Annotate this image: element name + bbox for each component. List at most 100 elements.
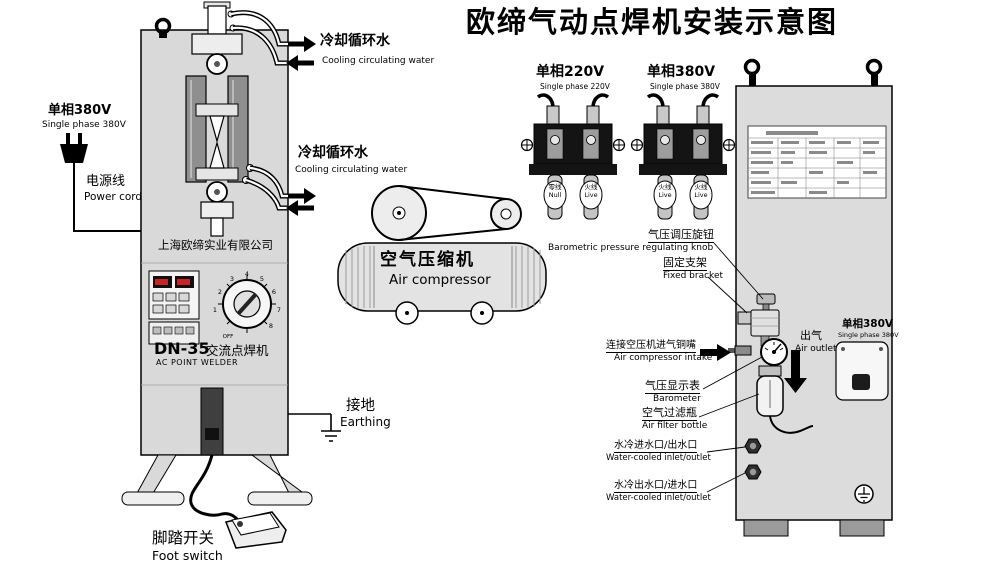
socket-plate bbox=[835, 341, 889, 401]
intake-arrow-shaft bbox=[700, 349, 717, 356]
wire bbox=[646, 93, 665, 109]
callout-water1-en: Water-cooled inlet/outlet bbox=[606, 453, 711, 463]
callout-water2-cn: 水冷出水口/进水口 bbox=[614, 480, 698, 494]
leader-filter bbox=[698, 393, 760, 418]
ground-glyph bbox=[858, 487, 870, 502]
upper-pivot-pin bbox=[214, 61, 220, 67]
power-cord-line bbox=[73, 163, 141, 232]
plug380-label-cn: 单相380V bbox=[647, 64, 716, 80]
welder-body bbox=[140, 29, 289, 456]
knob-tick-label: 5 bbox=[260, 275, 264, 283]
tank-hatch-left bbox=[345, 246, 371, 308]
welder-power-label-en: Single phase 380V bbox=[42, 120, 126, 130]
pedestal-box bbox=[205, 428, 219, 440]
intake-nozzle bbox=[734, 345, 752, 356]
cable-connector bbox=[237, 521, 243, 527]
knob-tick-label: 4 bbox=[245, 270, 249, 278]
pin-tag-cn: 火线 bbox=[658, 183, 672, 191]
lower-electrode bbox=[209, 140, 225, 169]
socket-label-en: Single phase 380V bbox=[838, 331, 899, 339]
hose-core bbox=[232, 26, 288, 65]
knob-tick-label: 3 bbox=[230, 275, 234, 283]
cooling-mid-label-en: Cooling circulating water bbox=[295, 165, 408, 175]
panel-button bbox=[165, 292, 177, 302]
nameplate bbox=[747, 125, 887, 199]
panel-switch bbox=[152, 326, 162, 335]
cooling-mid-label-cn: 冷却循环水 bbox=[298, 145, 368, 161]
regulator-body bbox=[750, 309, 780, 337]
callout-leaders bbox=[698, 242, 764, 493]
slot-screw bbox=[660, 135, 670, 145]
machine-foot bbox=[839, 519, 885, 537]
hose-core bbox=[245, 178, 288, 210]
socket-label-cn: 单相380V bbox=[842, 318, 894, 330]
right-cylinder bbox=[227, 75, 249, 183]
machine-foot bbox=[743, 519, 789, 537]
control-panel bbox=[148, 270, 200, 345]
welder-power-label-cn: 单相380V bbox=[48, 103, 112, 118]
power-cord-label-en: Power cord bbox=[84, 191, 143, 203]
knob-tick-label: 1 bbox=[213, 306, 217, 314]
callout-bracket-en: Fixed bracket bbox=[663, 271, 724, 281]
intake-arrow-head bbox=[717, 344, 731, 361]
leader-gauge bbox=[702, 356, 763, 390]
pin-tag-cn: 火线 bbox=[694, 183, 708, 191]
nameplate-greek-text bbox=[751, 141, 879, 194]
pin-tag bbox=[653, 180, 677, 210]
compressor-label-en: Air compressor bbox=[389, 272, 491, 288]
power-cord-label-cn: 电源线 bbox=[86, 174, 126, 189]
flow-arrow-left-icon bbox=[286, 200, 314, 216]
lower-arm bbox=[195, 167, 239, 181]
water-port-hole bbox=[749, 442, 757, 450]
knob-off-label: OFF bbox=[223, 334, 234, 340]
terminal bbox=[656, 105, 670, 125]
knob-ticks bbox=[218, 275, 276, 333]
hose-core bbox=[249, 166, 288, 198]
callout-water1-cn: 水冷进水口/出水口 bbox=[614, 440, 698, 454]
callout-filter-en: Air filter bottle bbox=[642, 421, 708, 431]
plug220-pin2-tag: 火线 Live bbox=[579, 183, 603, 199]
plug220-label-cn: 单相220V bbox=[536, 64, 605, 80]
flow-arrow-right-icon bbox=[288, 36, 316, 52]
callout-bracket-cn: 固定支架 bbox=[663, 256, 707, 272]
terminal bbox=[546, 105, 560, 125]
left-welder-machine bbox=[121, 17, 313, 506]
air-cylinder bbox=[207, 5, 227, 35]
lower-bracket bbox=[200, 201, 234, 219]
panel-button bbox=[152, 292, 164, 302]
plug-body bbox=[60, 144, 88, 163]
eyebolt-icon bbox=[865, 58, 883, 76]
foot-switch-label-cn: 脚踏开关 bbox=[152, 529, 215, 547]
plug220-pin1-tag: 零线 Null bbox=[543, 183, 567, 199]
right-foot bbox=[247, 491, 313, 506]
leader-regulator bbox=[713, 242, 764, 300]
display-left-digits bbox=[155, 279, 168, 285]
pin-tag-en: Live bbox=[694, 191, 708, 200]
pressure-regulator-assembly bbox=[728, 293, 814, 434]
plug380-pin2-tag: 火线 Live bbox=[689, 183, 713, 199]
wire bbox=[591, 93, 610, 109]
callout-filter-cn: 空气过滤瓶 bbox=[642, 406, 697, 422]
left-leg bbox=[135, 454, 177, 496]
model-number: DN-35 bbox=[154, 339, 210, 358]
filter-cap bbox=[758, 365, 782, 377]
slot-screw bbox=[696, 135, 706, 145]
callout-water2-en: Water-cooled inlet/outlet bbox=[606, 493, 711, 503]
knob-tick-label: 7 bbox=[277, 306, 281, 314]
screw-cross bbox=[631, 139, 643, 151]
pulley-axle bbox=[397, 211, 401, 215]
current-knob: 1 2 3 4 5 6 7 8 OFF bbox=[213, 270, 281, 340]
plug-base-bar bbox=[639, 164, 727, 175]
slot-screw bbox=[586, 135, 596, 145]
knob-tick-label: 2 bbox=[218, 288, 222, 296]
foot-switch-label-en: Foot switch bbox=[152, 548, 223, 563]
flow-arrow-right-icon bbox=[288, 188, 316, 204]
tank-hatch-right bbox=[515, 246, 541, 308]
wheel-hub bbox=[480, 311, 484, 315]
plug-220v bbox=[520, 93, 626, 220]
pin-tag-en: Null bbox=[548, 191, 562, 200]
panel-button bbox=[165, 304, 177, 314]
head-stem bbox=[210, 217, 224, 237]
pin-tag bbox=[579, 180, 603, 210]
